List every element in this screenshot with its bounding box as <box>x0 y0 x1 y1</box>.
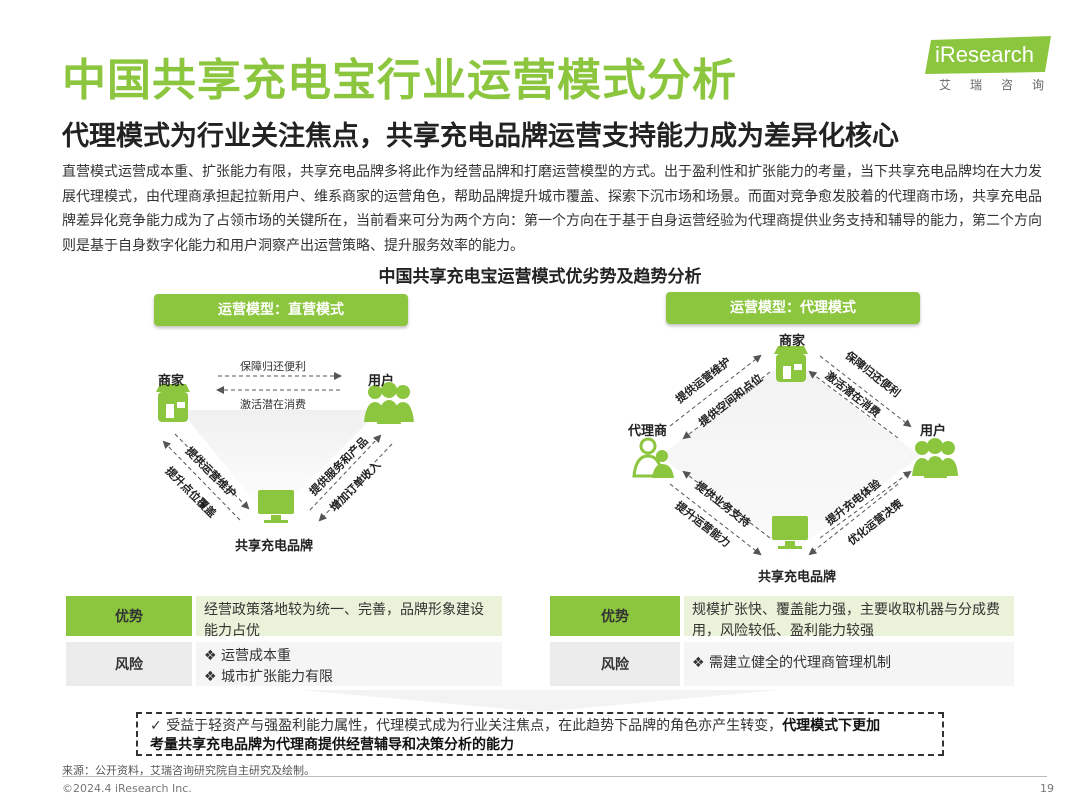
page-number: 19 <box>1040 782 1054 795</box>
brand-monitor-icon <box>772 516 808 549</box>
agent-person-icon <box>632 437 674 478</box>
agent-node-merchant: 商家 <box>779 334 806 349</box>
direct-node-user: 用户 <box>368 374 395 389</box>
direct-v-shape <box>180 410 380 520</box>
direct-node-brand: 共享充电品牌 <box>235 539 314 554</box>
agent-risk-item: ❖ 需建立健全的代理商管理机制 <box>692 655 892 671</box>
agent-advantage-label: 优势 <box>550 596 680 636</box>
conclusion-pointer-shape <box>300 690 780 712</box>
agent-node-agent: 代理商 <box>628 424 668 439</box>
direct-model-tab: 运营模型：直营模式 <box>154 294 408 326</box>
logo-cn-text: 艾瑞咨询 <box>939 78 1064 92</box>
agent-node-brand: 共享充电品牌 <box>758 570 837 585</box>
check-icon: ✓ <box>150 718 162 734</box>
intro-paragraph: 直营模式运营成本重、扩张能力有限，共享充电品牌多将此作为经营品牌和打磨运营模型的… <box>62 164 1042 254</box>
user-group-icon <box>912 438 958 478</box>
direct-risk-label: 风险 <box>66 642 192 686</box>
footer-divider <box>62 776 1047 777</box>
agent-risk-list: ❖ 需建立健全的代理商管理机制 <box>684 642 1014 686</box>
direct-model-diagram <box>156 372 414 523</box>
page-title: 中国共享充电宝行业运营模式分析 <box>62 55 737 106</box>
direct-advantage-label: 优势 <box>66 596 192 636</box>
agent-model-diagram <box>632 346 958 556</box>
direct-arrow-top2-label: 激活潜在消费 <box>240 398 306 411</box>
merchant-icon <box>156 384 190 422</box>
direct-node-merchant: 商家 <box>158 374 185 389</box>
direct-risk-item: ❖ 运营成本重 <box>204 648 292 664</box>
conclusion-box: ✓ 受益于轻资产与强盈利能力属性，代理模式成为行业关注焦点，在此趋势下品牌的角色… <box>136 712 944 756</box>
brand-monitor-icon <box>258 490 294 523</box>
conclusion-bold-text-2: 考量共享充电品牌为代理商提供经营辅导和决策分析的能力 <box>150 737 514 753</box>
logo-banner-icon <box>925 36 1051 74</box>
conclusion-bold-text-1: 代理模式下更加 <box>782 718 881 734</box>
diagram-title: 中国共享充电宝运营模式优劣势及趋势分析 <box>378 267 702 287</box>
agent-advantage-text: 规模扩张快、覆盖能力强，主要收取机器与分成费用，风险较低、盈利能力较强 <box>684 596 1014 639</box>
source-note: 来源：公开资料，艾瑞咨询研究院自主研究及绘制。 <box>62 764 315 777</box>
user-group-icon <box>364 382 414 424</box>
direct-advantage-text: 经营政策落地较为统一、完善，品牌形象建设能力占优 <box>196 596 502 639</box>
direct-arrow-top1-label: 保障归还便利 <box>240 360 306 373</box>
logo-brand-text: iResearch <box>935 42 1035 67</box>
agent-model-tab: 运营模型：代理模式 <box>666 292 920 324</box>
page-subtitle: 代理模式为行业关注焦点，共享充电品牌运营支持能力成为差异化核心 <box>62 121 899 152</box>
direct-risk-item: ❖ 城市扩张能力有限 <box>204 669 334 685</box>
iresearch-logo: iResearch 艾瑞咨询 <box>925 36 1055 96</box>
agent-risk-label: 风险 <box>550 642 680 686</box>
direct-risk-list: ❖ 运营成本重 ❖ 城市扩张能力有限 <box>196 642 502 686</box>
copyright: ©2024.4 iResearch Inc. <box>62 782 192 795</box>
conclusion-text: 受益于轻资产与强盈利能力属性，代理模式成为行业关注焦点，在此趋势下品牌的角色亦产… <box>166 718 783 734</box>
merchant-icon <box>774 346 808 382</box>
agent-node-user: 用户 <box>920 424 947 439</box>
